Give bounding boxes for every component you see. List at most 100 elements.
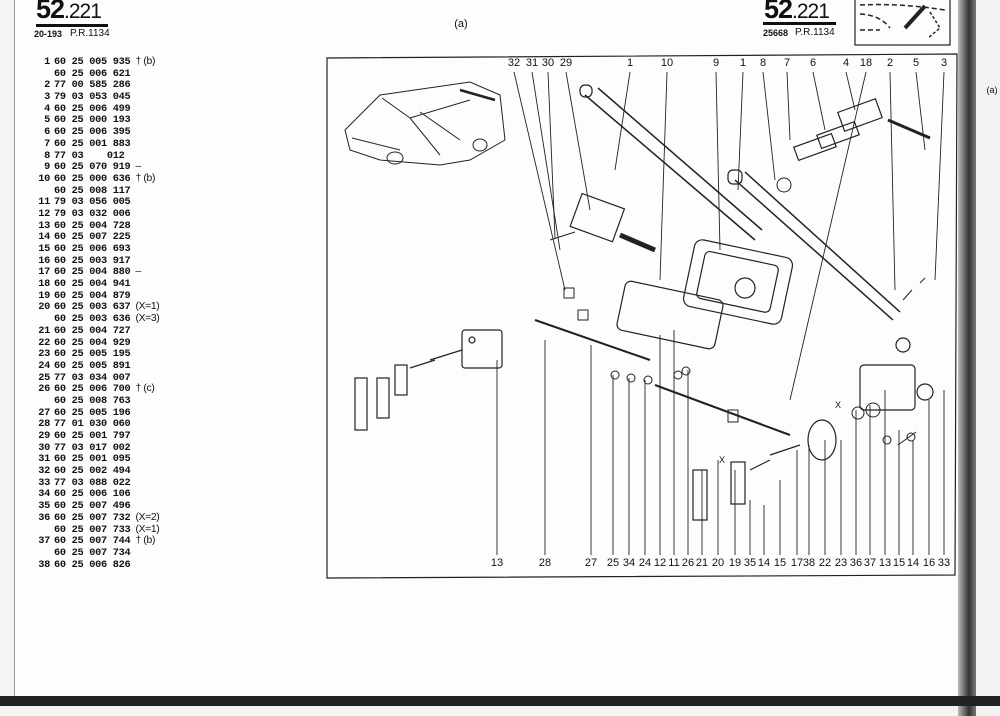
- parts-list-row: 25 77 03 034 007: [34, 372, 159, 384]
- callout-bottom: 19: [728, 557, 742, 569]
- item-number: 11: [38, 196, 50, 209]
- part-number: 60 25 007 733: [54, 523, 131, 536]
- part-number: 60 25 003 637: [54, 301, 131, 314]
- page-bottom-edge: [0, 696, 1000, 706]
- lock-motor-29: [569, 192, 656, 253]
- callout-bottom: 12: [653, 557, 667, 569]
- part-number: 60 25 006 499: [54, 102, 131, 115]
- item-number: 28: [38, 418, 50, 431]
- inset-frame: [854, 0, 951, 46]
- callout-bottom: 26: [681, 557, 695, 569]
- part-number: 60 25 001 883: [54, 137, 131, 150]
- part-number: 60 25 002 494: [54, 465, 131, 478]
- callout-bottom: 24: [638, 557, 652, 569]
- part-number: 60 25 006 693: [54, 243, 131, 255]
- part-number: 60 25 006 826: [54, 558, 131, 571]
- part-number: 77 03 012: [54, 149, 125, 162]
- item-number: 6: [44, 126, 50, 139]
- item-number: 10: [38, 172, 50, 185]
- item-number: 3: [44, 91, 50, 104]
- parts-list-row: 60 25 008 117: [34, 185, 159, 197]
- callout-top: 4: [842, 57, 850, 69]
- part-number: 60 25 006 621: [54, 67, 131, 80]
- leader-line: [614, 71, 631, 171]
- part-number: 77 03 088 022: [54, 476, 131, 489]
- part-number: 60 25 001 797: [54, 430, 131, 442]
- item-number: 26: [38, 383, 50, 396]
- item-number: 36: [38, 511, 50, 524]
- item-number: 21: [38, 324, 50, 337]
- edge-label: (a): [986, 85, 998, 95]
- part-number: 77 03 034 007: [54, 371, 131, 384]
- callout-top: 5: [912, 57, 920, 69]
- callout-top: 8: [759, 57, 767, 69]
- car-illustration: [344, 81, 506, 166]
- callout-bottom: 15: [892, 557, 906, 569]
- parts-list-row: 32 60 25 002 494: [34, 465, 159, 477]
- parts-list-row: 60 25 006 621: [34, 68, 159, 80]
- item-number: 16: [38, 254, 50, 267]
- parts-list-row: 11 79 03 056 005: [34, 196, 159, 208]
- part-number: 77 00 585 286: [54, 79, 131, 92]
- parts-list-row: 60 25 008 763: [34, 395, 159, 407]
- item-number: 23: [38, 348, 50, 361]
- leader-line: [812, 71, 826, 131]
- callout-bottom: 14: [757, 557, 771, 569]
- leader-line: [889, 71, 896, 291]
- part-number: 60 25 008 117: [54, 184, 131, 197]
- part-number: 79 03 056 005: [54, 196, 131, 209]
- part-number: 60 25 007 496: [54, 500, 131, 513]
- leader-line: [762, 71, 776, 181]
- next-page-edge: [976, 0, 1000, 716]
- x-dimension-mark: X: [718, 455, 726, 465]
- part-number: 60 25 007 744: [54, 535, 131, 548]
- part-number: 79 03 032 006: [54, 207, 131, 220]
- item-number: 4: [44, 102, 50, 115]
- callout-bottom: 11: [668, 557, 680, 569]
- part-number: 60 25 000 193: [54, 114, 131, 127]
- part-note: † (c): [135, 383, 155, 395]
- part-note: (X=3): [135, 313, 160, 325]
- part-number: 60 25 007 732: [54, 511, 131, 524]
- diagram-frame: [326, 53, 958, 579]
- callout-bottom: 27: [584, 557, 598, 569]
- callout-top: 2: [886, 57, 894, 69]
- item-number: 25: [38, 371, 50, 384]
- part-number: 60 25 004 929: [54, 336, 131, 349]
- part-number: 60 25 070 919: [54, 161, 131, 174]
- item-number: 15: [38, 243, 50, 255]
- item-number: 1: [44, 56, 50, 68]
- left-page-number: 52.221: [36, 0, 102, 24]
- part-number: 60 25 005 196: [54, 406, 131, 419]
- item-number: 32: [38, 465, 50, 478]
- part-number: 60 25 003 636: [54, 313, 131, 326]
- item-number: 37: [38, 535, 50, 548]
- callout-bottom: 14: [906, 557, 920, 569]
- leader-line: [659, 71, 668, 281]
- leader-line: [934, 71, 945, 281]
- item-number: 24: [38, 359, 50, 372]
- callout-top: 29: [559, 57, 573, 69]
- callout-top: 32: [507, 57, 521, 69]
- gasket-10: [616, 280, 724, 350]
- small-fasteners: [549, 177, 926, 446]
- part-number: 60 25 005 935: [54, 56, 131, 68]
- item-number: 19: [38, 289, 50, 302]
